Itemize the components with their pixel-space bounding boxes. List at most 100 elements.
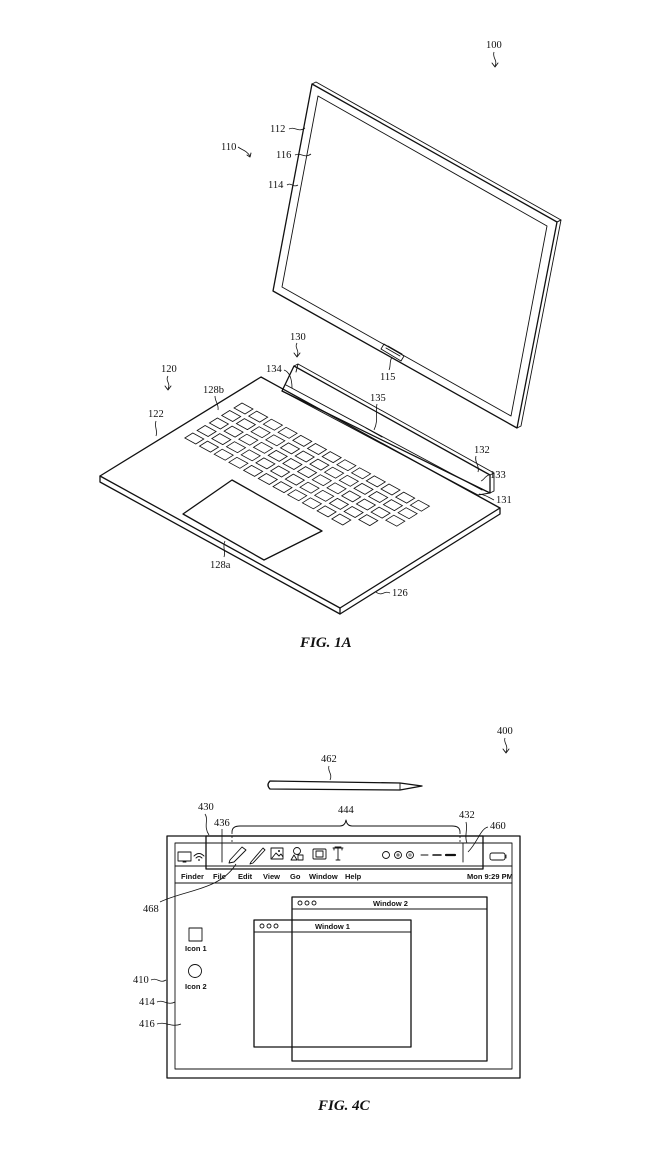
keycap (309, 458, 330, 471)
keycap (196, 425, 217, 437)
keycap (370, 506, 391, 519)
circle-icon (188, 964, 202, 978)
color-swatch-3[interactable] (406, 851, 414, 859)
keycap (184, 432, 205, 445)
color-swatches (382, 851, 414, 859)
window-2-title: Window 2 (373, 899, 408, 908)
desktop-icon-2[interactable]: Icon 2 (185, 964, 207, 992)
ref-110: 110 (221, 142, 236, 153)
keycap (238, 433, 259, 446)
menu-bar: Finder File Edit View Go Window Help Mon… (174, 851, 513, 884)
ref-112: 112 (270, 124, 285, 135)
window-2-minimize-button[interactable] (304, 900, 310, 906)
keycaps (184, 402, 431, 527)
keycap (336, 459, 357, 472)
menu-item-finder[interactable]: Finder (181, 872, 204, 881)
keycap (282, 458, 303, 470)
keycap (365, 475, 387, 488)
keycap (265, 434, 286, 447)
ref-131: 131 (496, 495, 512, 506)
keycap (380, 483, 401, 496)
menu-item-file[interactable]: File (213, 872, 226, 881)
keycap (394, 491, 416, 504)
menu-item-window[interactable]: Window (309, 872, 338, 881)
keycap (208, 417, 230, 430)
image-icon[interactable] (270, 847, 284, 860)
color-swatch-2[interactable] (394, 851, 402, 859)
keycap (250, 426, 271, 439)
ref-462: 462 (321, 754, 337, 765)
window-1-minimize-button[interactable] (266, 923, 272, 929)
keycap (311, 474, 333, 487)
ref-120: 120 (161, 364, 177, 375)
menu-item-edit[interactable]: Edit (238, 872, 253, 881)
ref-134: 134 (266, 364, 283, 375)
ref-414: 414 (139, 997, 156, 1008)
menu-item-view[interactable]: View (263, 872, 280, 881)
window-1-close-button[interactable] (259, 923, 265, 929)
keycap (350, 467, 372, 480)
ref-416: 416 (139, 1019, 155, 1030)
keycap (286, 489, 308, 502)
keyboard-base (99, 376, 501, 615)
menu-item-help[interactable]: Help (345, 872, 362, 881)
keycap (267, 449, 288, 462)
keycap (409, 499, 431, 512)
pen-icon[interactable] (228, 846, 247, 864)
keycap (255, 457, 276, 470)
ref-115: 115 (380, 372, 395, 383)
menu-item-go[interactable]: Go (290, 872, 301, 881)
hinge-connector (281, 363, 495, 496)
pencil-icon[interactable] (249, 847, 266, 865)
keycap (353, 482, 374, 495)
keycap (323, 466, 345, 479)
window-2-close-button[interactable] (297, 900, 303, 906)
keycap (296, 466, 318, 479)
figure-caption-1a: FIG. 1A (299, 635, 352, 651)
keycap (306, 443, 328, 455)
fig-1a: 100 110 112 116 114 115 130 120 134 128b… (99, 40, 562, 651)
ref-130: 130 (290, 332, 306, 343)
keycap (240, 449, 261, 462)
keycap (284, 473, 306, 486)
ref-468: 468 (143, 904, 159, 915)
ref-410: 410 (133, 975, 149, 986)
window-1-zoom-button[interactable] (273, 923, 279, 929)
camera-icon[interactable] (312, 848, 327, 860)
keycap (235, 418, 257, 431)
ref-135: 135 (370, 393, 386, 404)
desktop-icon-1[interactable]: Icon 1 (185, 927, 207, 953)
square-icon (188, 927, 203, 942)
keycap (277, 426, 298, 439)
keycap (313, 489, 335, 502)
shapes-icon[interactable] (290, 847, 304, 861)
text-icon[interactable] (332, 846, 344, 861)
ref-100: 100 (486, 40, 502, 51)
keycap (397, 507, 418, 520)
ref-132: 132 (474, 445, 490, 456)
keycap (340, 490, 362, 503)
keycap (262, 418, 284, 431)
touch-bar (205, 835, 484, 870)
keycap (213, 448, 234, 461)
figure-caption-4c: FIG. 4C (317, 1098, 371, 1114)
color-swatch-1[interactable] (382, 851, 390, 859)
keycap (292, 434, 313, 447)
keycap (331, 513, 352, 526)
keycap (252, 441, 274, 454)
keycap (198, 440, 220, 453)
wifi-icon (193, 853, 205, 861)
keycap (328, 497, 350, 510)
trackpad (182, 479, 323, 561)
ref-128b: 128b (203, 385, 224, 396)
keycap (279, 442, 301, 455)
window-2-zoom-button[interactable] (311, 900, 317, 906)
ref-432: 432 (459, 810, 475, 821)
display-housing (272, 81, 562, 429)
keycap (358, 514, 379, 527)
ref-430: 430 (198, 802, 214, 813)
keycap (211, 433, 232, 446)
fig-4c: 400 462 (133, 726, 521, 1114)
window-2[interactable]: Window 2 (291, 896, 488, 1062)
window-1[interactable]: Window 1 (253, 919, 412, 1048)
